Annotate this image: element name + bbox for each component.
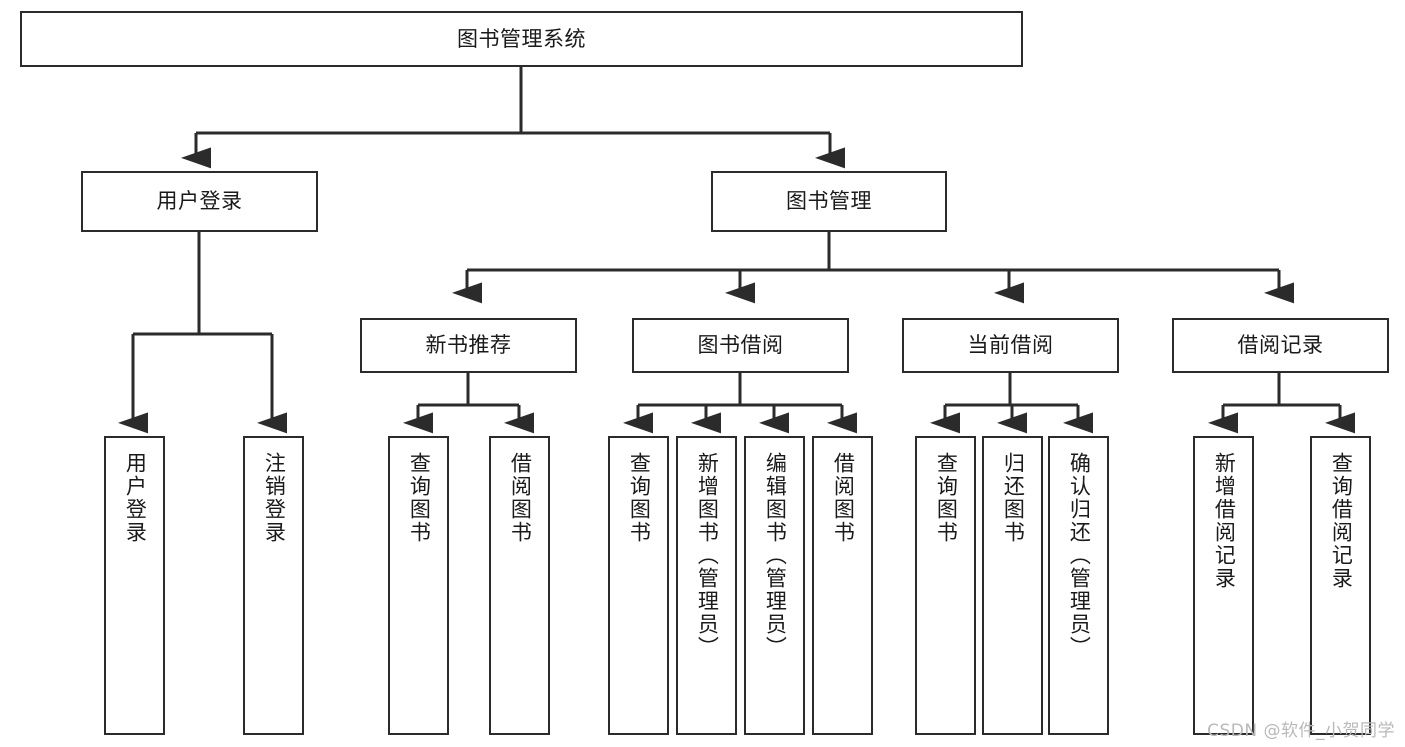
node-leaf-confirm-return-admin-label: 确认归还（管理员） xyxy=(1067,452,1092,659)
node-leaf-query-book[interactable]: 查询图书 xyxy=(608,436,669,735)
node-leaf-borrow-book-recommend[interactable]: 借阅图书 xyxy=(489,436,550,735)
node-current-borrow[interactable]: 当前借阅 xyxy=(902,318,1119,373)
node-leaf-user-login[interactable]: 用户登录 xyxy=(104,436,165,735)
node-leaf-edit-book-admin[interactable]: 编辑图书（管理员） xyxy=(744,436,805,735)
node-leaf-user-login-label: 用户登录 xyxy=(123,452,148,544)
node-user-login[interactable]: 用户登录 xyxy=(81,171,318,232)
node-borrow-record-label: 借阅记录 xyxy=(1237,333,1324,358)
node-leaf-confirm-return-admin[interactable]: 确认归还（管理员） xyxy=(1048,436,1109,735)
node-book-borrow[interactable]: 图书借阅 xyxy=(632,318,849,373)
csdn-watermark: CSDN @软件_小贺同学 xyxy=(1207,721,1395,741)
node-leaf-logout-label: 注销登录 xyxy=(262,452,287,544)
node-leaf-borrow-book[interactable]: 借阅图书 xyxy=(812,436,873,735)
node-current-borrow-label: 当前借阅 xyxy=(967,333,1054,358)
node-leaf-add-borrow-record-label: 新增借阅记录 xyxy=(1212,452,1237,590)
node-leaf-query-book-recommend[interactable]: 查询图书 xyxy=(388,436,449,735)
node-leaf-logout[interactable]: 注销登录 xyxy=(243,436,304,735)
node-leaf-query-borrow-record[interactable]: 查询借阅记录 xyxy=(1310,436,1371,735)
node-book-borrow-label: 图书借阅 xyxy=(697,333,784,358)
node-leaf-query-book-recommend-label: 查询图书 xyxy=(407,452,432,544)
node-leaf-borrow-book-label: 借阅图书 xyxy=(831,452,856,544)
node-leaf-add-book-admin[interactable]: 新增图书（管理员） xyxy=(676,436,737,735)
node-root-system-label: 图书管理系统 xyxy=(457,26,586,51)
node-leaf-query-book-label: 查询图书 xyxy=(627,452,652,544)
node-borrow-record[interactable]: 借阅记录 xyxy=(1172,318,1389,373)
node-leaf-return-book[interactable]: 归还图书 xyxy=(982,436,1043,735)
node-leaf-query-book-current[interactable]: 查询图书 xyxy=(915,436,976,735)
node-leaf-add-borrow-record[interactable]: 新增借阅记录 xyxy=(1193,436,1254,735)
node-user-login-label: 用户登录 xyxy=(156,189,243,214)
node-book-management[interactable]: 图书管理 xyxy=(711,171,947,232)
node-leaf-query-book-current-label: 查询图书 xyxy=(934,452,959,544)
node-root-system[interactable]: 图书管理系统 xyxy=(20,11,1023,67)
node-new-book-recommend-label: 新书推荐 xyxy=(425,333,512,358)
node-leaf-return-book-label: 归还图书 xyxy=(1001,452,1026,544)
node-leaf-add-book-admin-label: 新增图书（管理员） xyxy=(695,452,720,659)
node-new-book-recommend[interactable]: 新书推荐 xyxy=(360,318,577,373)
node-book-management-label: 图书管理 xyxy=(786,189,872,214)
node-leaf-edit-book-admin-label: 编辑图书（管理员） xyxy=(763,452,788,659)
node-leaf-query-borrow-record-label: 查询借阅记录 xyxy=(1329,452,1354,590)
node-leaf-borrow-book-recommend-label: 借阅图书 xyxy=(508,452,533,544)
